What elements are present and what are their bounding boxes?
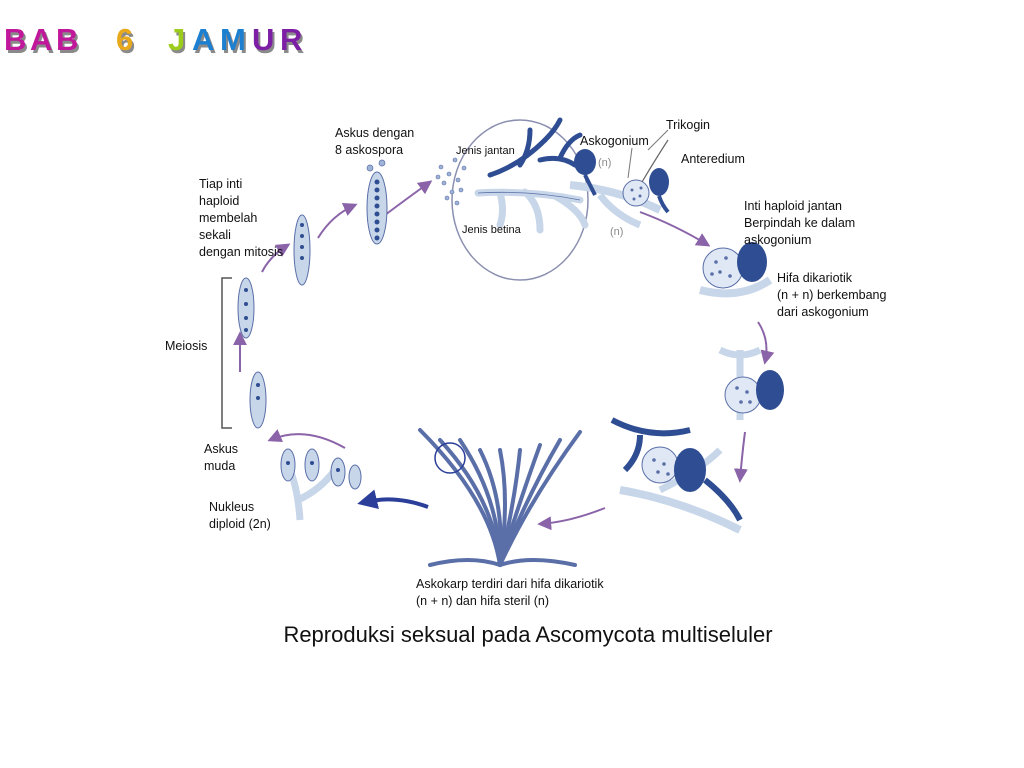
label-trikogin: Trikogin xyxy=(666,118,710,132)
header-letter: R xyxy=(280,22,303,57)
arrow-mating-to-plasmogamy xyxy=(639,211,711,247)
ascus-with-8-ascospores xyxy=(366,159,388,245)
header-letter: J xyxy=(168,22,186,57)
header-letter: B xyxy=(4,22,27,57)
ascocarp-zoom-circle xyxy=(434,442,466,474)
arrow-to-spores xyxy=(384,180,433,216)
dikaryotic-hyphae-stage xyxy=(610,417,743,534)
arrow-ascocarp-to-ascus xyxy=(357,489,429,510)
arrow-young-ascus-to-meiosis xyxy=(267,429,346,449)
askogonium-anteredium-structure xyxy=(569,139,670,229)
male-gametangium xyxy=(574,149,596,175)
plasmogamy-stage-2 xyxy=(718,346,784,420)
arrow-to-ascocarp xyxy=(537,507,606,531)
mating-oval xyxy=(451,119,589,281)
label-jenis-jantan: Jenis jantan xyxy=(456,145,515,157)
meiosis-bracket xyxy=(221,277,232,429)
arrow-plasmogamy-down xyxy=(757,321,775,365)
label-jenis-betina: Jenis betina xyxy=(462,224,521,236)
plasmogamy-stage-1 xyxy=(699,242,773,298)
label-n-2: (n) xyxy=(610,226,624,238)
label-tiap-inti: Tiap inti haploid membelah sekali dengan… xyxy=(199,177,284,259)
header-letter: A xyxy=(192,22,215,57)
header-letter: B xyxy=(56,22,79,57)
label-nukleus: Nukleus diploid (2n) xyxy=(209,500,271,531)
young-asci xyxy=(280,448,362,521)
arrow-mitosis-to-ascus xyxy=(317,203,358,239)
male-hyphae xyxy=(487,117,583,178)
released-spores xyxy=(435,157,467,206)
label-inti-haploid: Inti haploid jantan Berpindah ke dalam a… xyxy=(744,199,856,247)
leader-lines xyxy=(627,129,669,179)
label-meiosis: Meiosis xyxy=(165,339,208,353)
label-hifa-dikariotik: Hifa dikariotik (n + n) berkembang dari … xyxy=(777,271,887,319)
arrow-dikaryotic-down xyxy=(733,431,748,483)
header-letter: A xyxy=(30,22,53,57)
arrow-meiosis-to-mitosis xyxy=(261,243,291,273)
label-askokarp: Askokarp terdiri dari hifa dikariotik (n… xyxy=(416,577,604,608)
label-n-1: (n) xyxy=(598,157,612,169)
askogonium xyxy=(622,179,650,207)
female-hyphae-outline xyxy=(477,191,581,201)
anteredium xyxy=(649,168,669,196)
label-askogonium: Askogonium xyxy=(580,134,649,148)
header-letter: M xyxy=(220,22,246,57)
label-anteredium: Anteredium xyxy=(681,152,745,166)
label-askus-muda: Askus muda xyxy=(204,442,239,473)
cycle-arrows xyxy=(233,180,775,531)
meiosis-asci xyxy=(237,277,267,429)
trikogin xyxy=(641,139,669,183)
mitosis-ascus xyxy=(293,214,311,286)
slide-caption: Reproduksi seksual pada Ascomycota multi… xyxy=(283,622,773,647)
label-askus-dengan: Askus dengan 8 askospora xyxy=(335,126,415,157)
header-letter: U xyxy=(252,22,275,57)
ascocarp xyxy=(418,428,582,568)
header-letter: 6 xyxy=(116,22,134,57)
